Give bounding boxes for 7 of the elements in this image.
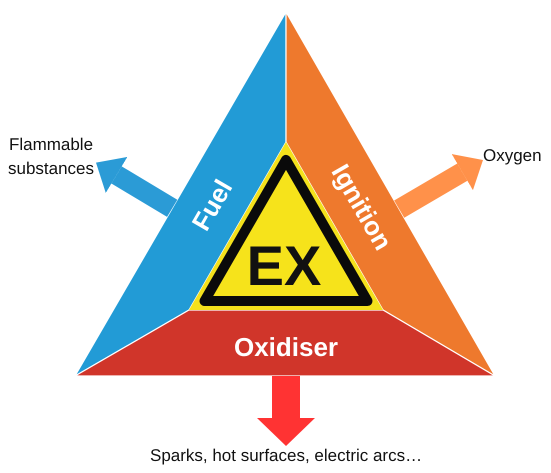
annotation-text: Oxygen — [483, 146, 542, 166]
sign-label: EX — [246, 238, 322, 294]
annotation-text: Flammable substances — [6, 133, 96, 181]
segment-label: Oxidiser — [234, 334, 338, 360]
arrow — [257, 376, 315, 446]
annotation-text: Sparks, hot surfaces, electric arcs… — [150, 446, 422, 466]
triangle-segment — [75, 310, 495, 376]
